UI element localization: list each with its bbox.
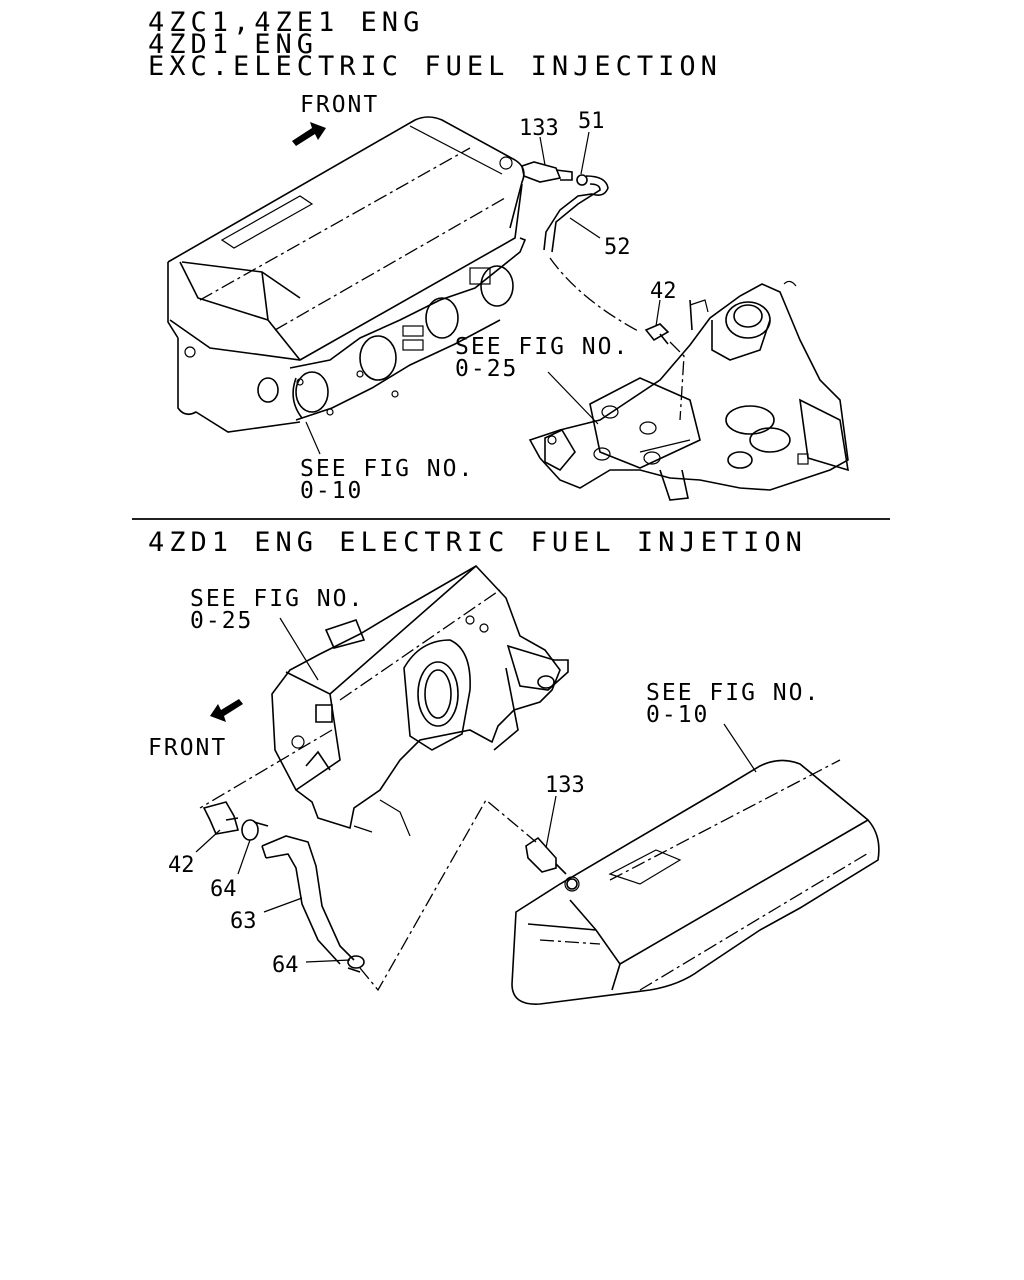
top-ref-cover-line-1: SEE FIG NO. <box>300 456 474 482</box>
top-callout-52: 52 <box>604 235 631 260</box>
top-header-line-3: EXC.ELECTRIC FUEL INJECTION <box>148 51 722 82</box>
top-callout-133: 133 <box>519 116 559 141</box>
bottom-section: 4ZD1 ENG ELECTRIC FUEL INJETION FRON <box>148 527 880 1005</box>
top-header-line-2: 4ZD1 ENG <box>148 29 318 60</box>
bottom-header: 4ZD1 ENG ELECTRIC FUEL INJETION <box>148 527 807 558</box>
top-callout-51: 51 <box>578 109 605 134</box>
bottom-clip-64-upper <box>241 819 269 841</box>
top-manifold-gasket <box>289 237 527 421</box>
top-header-line-1: 4ZC1,4ZE1 ENG <box>148 7 424 38</box>
bottom-ref-cover-line-2: 0-10 <box>646 702 709 728</box>
bottom-leader-lines <box>195 617 757 963</box>
top-front-arrow-icon <box>292 122 326 146</box>
top-ref-cover-line-2: 0-10 <box>300 478 363 504</box>
bottom-ref-manifold-line-1: SEE FIG NO. <box>190 586 364 612</box>
bottom-ref-manifold-line-2: 0-25 <box>190 608 253 634</box>
bottom-connector-42 <box>202 801 240 835</box>
top-breather-hose-52 <box>543 175 641 333</box>
top-ref-manifold-line-2: 0-25 <box>455 356 518 382</box>
bottom-breather-hose-63 <box>261 835 355 965</box>
top-head-cover <box>167 116 525 433</box>
bottom-head-cover <box>511 759 880 1005</box>
bottom-clip-64-lower <box>347 955 365 973</box>
bottom-callout-64-lower: 64 <box>272 953 299 978</box>
top-pcv-valve-133 <box>521 161 588 186</box>
top-section: 4ZC1,4ZE1 ENG 4ZD1 ENG EXC.ELECTRIC FUEL… <box>148 7 849 504</box>
top-intake-manifold <box>528 280 849 501</box>
bottom-routing-line <box>359 799 537 992</box>
bottom-front-label: FRONT <box>148 735 227 761</box>
bottom-ref-cover-line-1: SEE FIG NO. <box>646 680 820 706</box>
bottom-intake-manifold <box>199 564 569 837</box>
bottom-front-arrow-icon <box>210 699 243 722</box>
top-callout-42: 42 <box>650 279 677 304</box>
bottom-callout-64-upper: 64 <box>210 877 237 902</box>
bottom-callout-63: 63 <box>230 909 257 934</box>
top-connector-42 <box>644 323 670 345</box>
top-ref-manifold-line-1: SEE FIG NO. <box>455 334 629 360</box>
bottom-pcv-valve-133 <box>525 836 578 890</box>
bottom-callout-133: 133 <box>545 773 585 798</box>
top-front-label: FRONT <box>300 92 379 118</box>
top-leader-lines <box>305 131 661 455</box>
bottom-callout-42: 42 <box>168 853 195 878</box>
